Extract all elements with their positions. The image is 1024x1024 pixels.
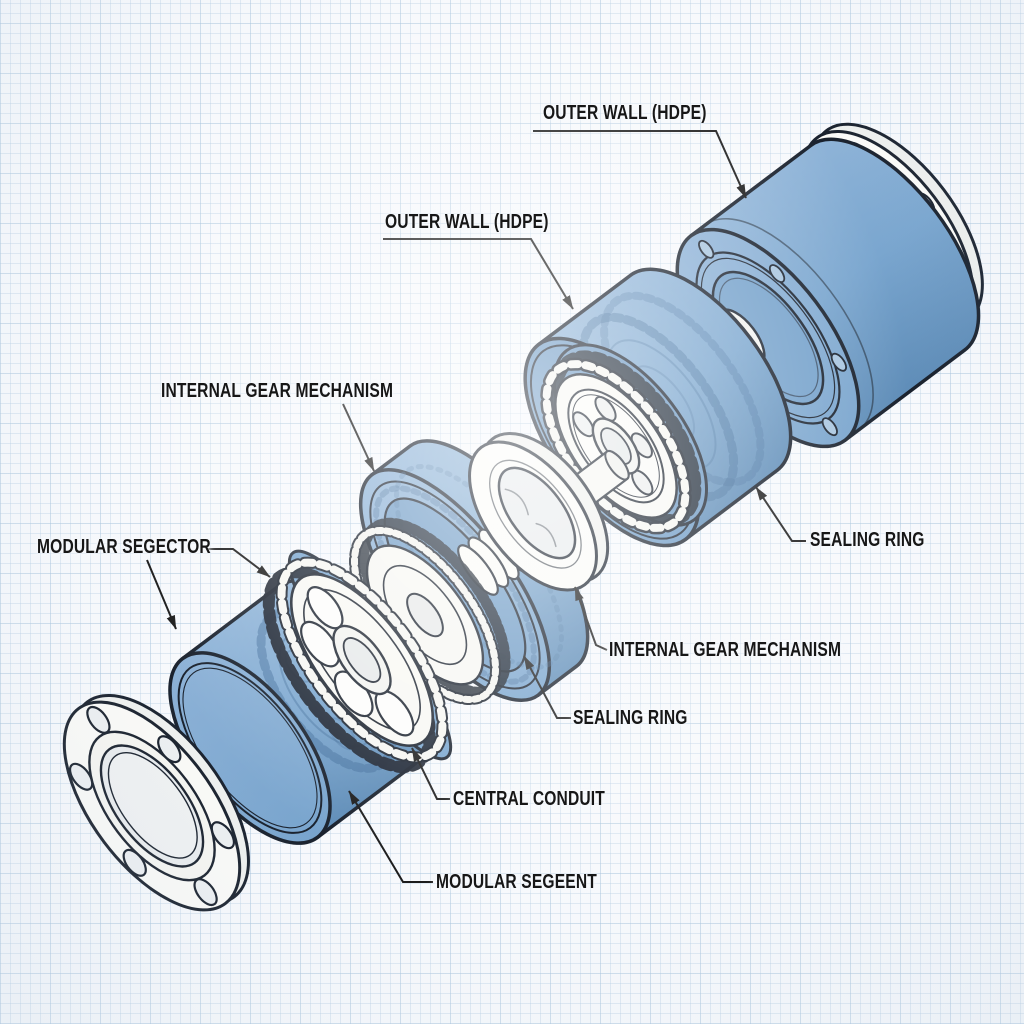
leader-modular-segector-down bbox=[146, 559, 177, 630]
label-sealing-ring-right: SEALING RING bbox=[810, 529, 925, 551]
label-outer-wall-mid: OUTER WALL (HDPE) bbox=[385, 211, 549, 233]
leader-modular-segector-right bbox=[207, 548, 271, 578]
label-internal-gear-mechanism-left: INTERNAL GEAR MECHANISM bbox=[161, 380, 394, 402]
label-internal-gear-mechanism-center: INTERNAL GEAR MECHANISM bbox=[609, 639, 842, 661]
planetary-gear-front bbox=[540, 343, 708, 535]
front-flange-bolt-holes bbox=[68, 705, 236, 907]
label-modular-segector: MODULAR SEGECTOR bbox=[37, 536, 211, 558]
guide-ring bbox=[468, 432, 610, 592]
label-modular-segeent: MODULAR SEGEENT bbox=[436, 871, 597, 893]
leader-sealing-ring-right bbox=[755, 486, 806, 542]
front-flange bbox=[62, 693, 250, 912]
leader-internal-gear-left bbox=[342, 403, 375, 472]
leader-sealing-ring-center bbox=[523, 655, 571, 719]
leader-modular-segeent bbox=[348, 790, 433, 883]
gear-stack-spoke-holes bbox=[300, 586, 415, 737]
label-outer-wall-top: OUTER WALL (HDPE) bbox=[543, 102, 707, 124]
callout-leaders bbox=[146, 130, 806, 883]
leader-outer-wall-top bbox=[533, 130, 747, 199]
leader-central-conduit bbox=[411, 747, 450, 800]
outer-wall-cylinder bbox=[675, 137, 981, 449]
leader-internal-gear-center bbox=[574, 586, 608, 651]
label-sealing-ring-center: SEALING RING bbox=[573, 707, 688, 729]
leader-outer-wall-mid bbox=[383, 238, 574, 310]
label-central-conduit: CENTRAL CONDUIT bbox=[453, 788, 605, 810]
